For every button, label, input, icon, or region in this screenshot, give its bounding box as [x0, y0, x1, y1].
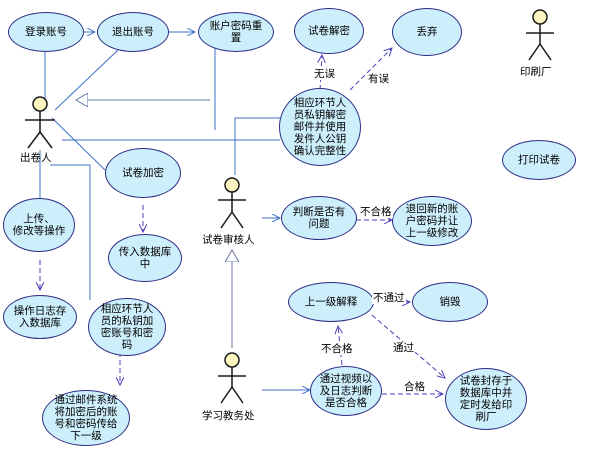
line-author-encrypt: [51, 117, 106, 171]
usecase-discard[interactable]: 丢弃: [392, 8, 462, 56]
actor-reviewer-label: 试卷审核人: [202, 234, 255, 246]
usecase-judge-problem[interactable]: 判断是否有 问题: [281, 196, 357, 240]
actor-academic-label: 学习教务处: [202, 410, 255, 422]
actor-reviewer-figure: [218, 177, 246, 229]
line-logout-author: [54, 49, 119, 111]
line-author-maildown: [50, 164, 91, 300]
usecase-log-to-db[interactable]: 操作日志存 入数据库: [3, 295, 77, 339]
usecase-return-modify[interactable]: 退回新的账 户密码并让 上一级修改: [392, 196, 472, 246]
line-reviewer-verify: [234, 117, 282, 175]
edge-label-pass: 通过: [392, 342, 415, 354]
actor-academic-figure: [218, 352, 246, 404]
edge-label-no-error: 无误: [313, 68, 336, 80]
usecase-to-database[interactable]: 传入数据库 中: [108, 234, 182, 282]
usecase-decrypt-ok[interactable]: 试卷解密: [294, 8, 364, 54]
usecase-encrypt-account[interactable]: 相应环节人 员的私钥加 密账号和密 码: [88, 298, 166, 356]
usecase-login[interactable]: 登录账号: [8, 12, 84, 52]
actor-author-label: 出卷人: [20, 152, 52, 164]
arrow-verify-discard: [349, 48, 392, 91]
actor-printer-label: 印刷厂: [520, 66, 552, 78]
usecase-upload[interactable]: 上传、 修改等操作: [3, 198, 75, 252]
usecase-encrypt[interactable]: 试卷加密: [105, 148, 181, 198]
usecase-logout[interactable]: 退出账号: [97, 12, 169, 52]
usecase-destroy[interactable]: 销毁: [412, 282, 488, 322]
edge-label-has-error: 有误: [367, 73, 390, 85]
usecase-decrypt-verify[interactable]: 相应环节人 员私钥解密 邮件并使用 发件人公钥 确认完整性: [279, 88, 361, 166]
actor-printer-figure: [526, 9, 554, 61]
edge-label-qualified: 合格: [403, 381, 426, 393]
usecase-mail-send[interactable]: 通过邮件系统 将加密后的账 号和密码传给 下一级: [42, 390, 130, 446]
usecase-store-print[interactable]: 试卷封存于 数据库中并 定时发给印 刷厂: [445, 368, 527, 430]
usecase-print-exam[interactable]: 打印试卷: [502, 140, 576, 180]
usecase-video-judge[interactable]: 通过视频以 及日志判断 是否合格: [310, 366, 382, 416]
usecase-reset-password[interactable]: 账户密码重 置: [198, 12, 274, 52]
actor-author-figure: [25, 96, 55, 149]
edge-label-unqualified-1: 不合格: [359, 206, 393, 218]
usecase-upper-explain[interactable]: 上一级解释: [288, 282, 374, 322]
edge-label-unqualified-2: 不合格: [320, 343, 354, 355]
edge-label-not-pass: 不通过: [372, 292, 406, 304]
